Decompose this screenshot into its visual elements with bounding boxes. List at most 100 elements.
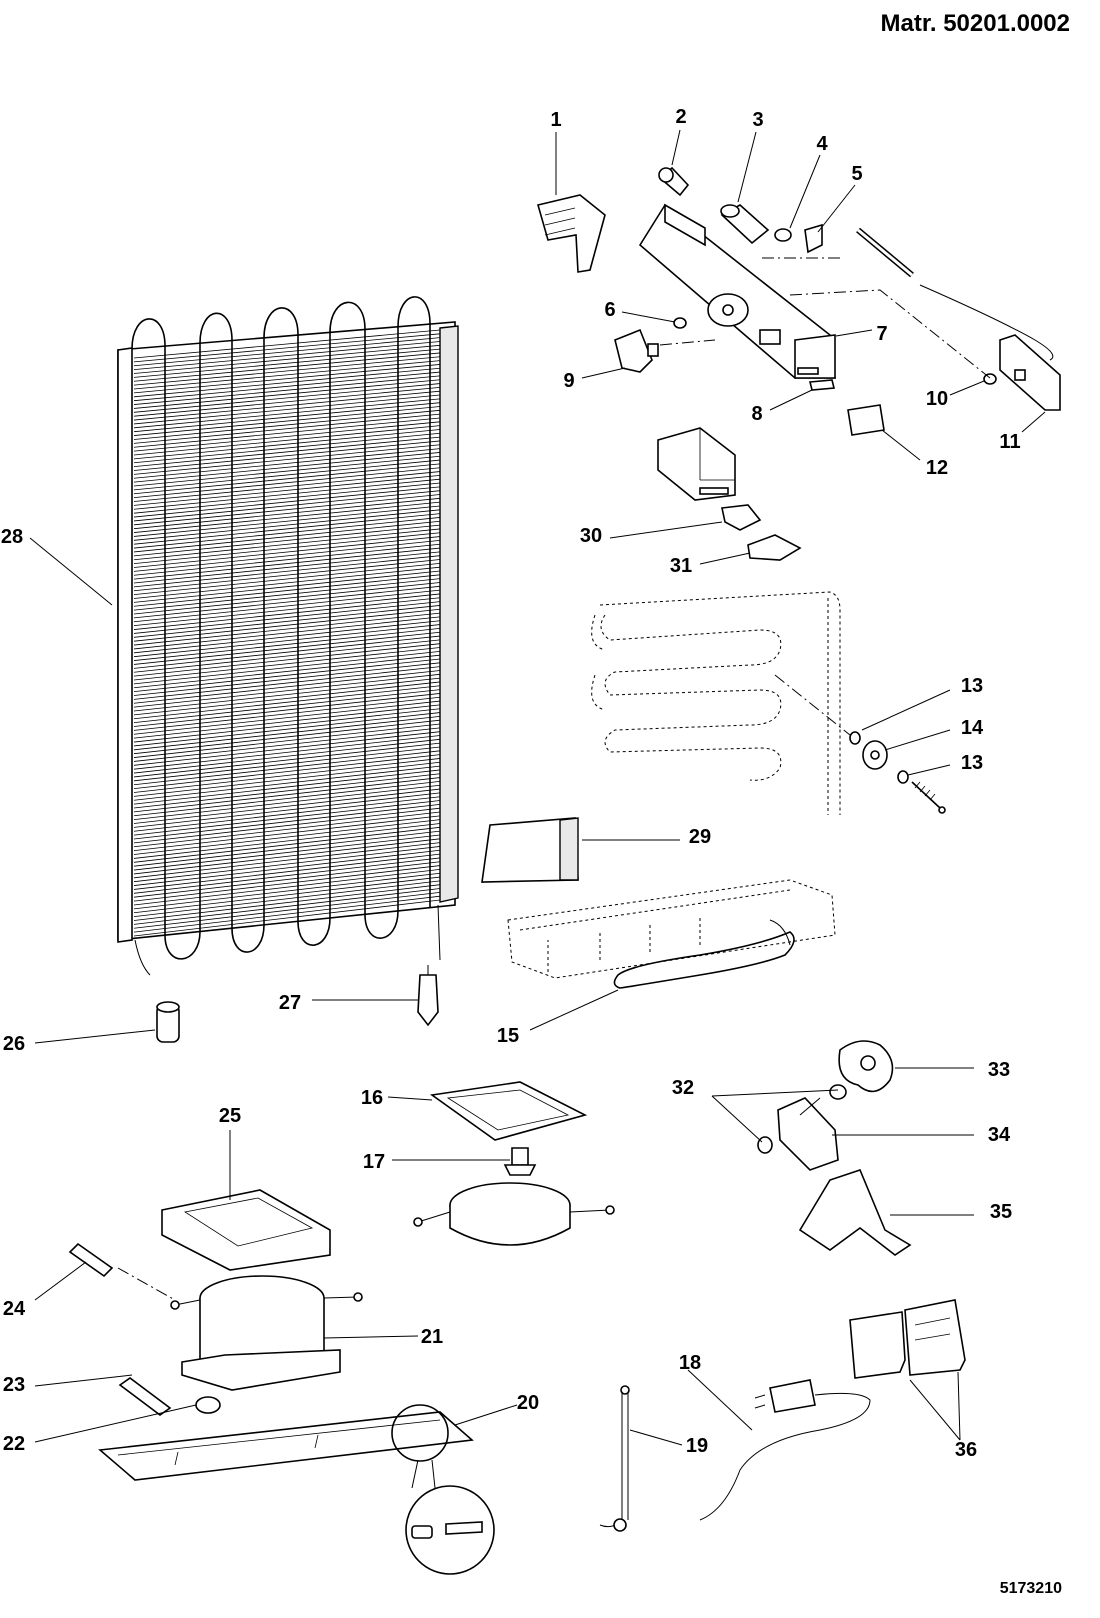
condenser-fin <box>133 666 441 700</box>
condenser-fin <box>133 735 441 770</box>
condenser-fin <box>133 800 441 836</box>
condenser-fin <box>133 471 441 502</box>
condenser-fin <box>133 876 441 914</box>
condenser-fin <box>133 723 441 758</box>
condenser-fin <box>133 689 441 724</box>
condenser-fin <box>133 501 441 533</box>
condenser-fin <box>133 448 441 479</box>
condenser-fin <box>133 677 441 712</box>
condenser-fin <box>133 635 441 669</box>
condenser-fin <box>133 784 441 821</box>
condenser-fin <box>133 348 441 378</box>
condenser-fin <box>133 379 441 409</box>
condenser-loop <box>199 312 233 344</box>
lamp-cover-part <box>657 427 736 501</box>
condenser-fin <box>133 520 441 553</box>
condenser-fin <box>133 719 441 755</box>
condenser-fin <box>133 750 441 786</box>
condenser-fin <box>133 482 441 514</box>
thermostat-knob-part <box>614 328 659 373</box>
nut-part <box>983 373 997 385</box>
condenser-fin <box>133 402 441 433</box>
lamp-bulb-part <box>658 166 690 197</box>
condenser-fin <box>133 497 441 530</box>
condenser-fin <box>133 643 441 677</box>
condenser-fin <box>133 612 441 646</box>
part-label: 10 <box>926 388 948 410</box>
condenser-fin <box>133 547 441 580</box>
part-label: 4 <box>816 133 828 155</box>
lamp-cover-small-part <box>774 228 792 242</box>
condenser-fin <box>133 608 441 642</box>
condenser-fin <box>133 639 441 673</box>
dryer-filter-part <box>417 965 439 1027</box>
condenser-fin <box>133 513 441 545</box>
condenser-fin <box>133 371 441 402</box>
lamp-diffuser-part <box>747 534 802 561</box>
condenser-fin <box>133 861 441 898</box>
condenser-fin <box>133 670 441 704</box>
condenser-fin <box>133 872 441 910</box>
condenser-fin <box>133 742 441 778</box>
condenser-fin <box>133 444 441 475</box>
condenser-fin <box>133 436 441 468</box>
condenser-fin <box>133 429 441 460</box>
fan-bracket-part <box>798 1169 912 1256</box>
condenser-fin <box>133 360 441 390</box>
fan-blade-part <box>838 1040 894 1093</box>
condenser-fin <box>133 685 441 720</box>
condenser-loop <box>364 910 399 939</box>
condenser-fin <box>133 593 441 627</box>
condenser-fin <box>133 708 441 743</box>
condenser-fin <box>133 536 441 568</box>
condenser-fin <box>133 738 441 774</box>
drip-tray-part <box>481 817 579 883</box>
evaporator-part <box>591 591 841 815</box>
condenser-fin <box>133 884 441 921</box>
condenser-fin <box>133 551 441 584</box>
part-label: 32 <box>672 1077 694 1099</box>
part-label: 12 <box>926 457 948 479</box>
leader-lines <box>29 129 1046 1446</box>
part-label: 28 <box>1 526 23 548</box>
condenser-fin <box>133 620 441 654</box>
condenser-fin <box>133 421 441 452</box>
part-label: 21 <box>421 1326 443 1348</box>
condenser-fin <box>133 566 441 599</box>
condenser-fin <box>133 650 441 685</box>
condenser-fin <box>133 849 441 886</box>
condenser-part <box>117 296 459 976</box>
condenser-fin <box>133 329 441 359</box>
condenser-fin <box>133 792 441 828</box>
condenser-fin <box>133 352 441 382</box>
condenser-loop <box>297 917 331 946</box>
condenser-fin <box>133 432 441 464</box>
part-label: 13 <box>961 752 983 774</box>
condenser-fin <box>133 765 441 801</box>
condenser-fin <box>133 540 441 572</box>
condenser-fin <box>133 555 441 588</box>
condenser-fin <box>133 417 441 448</box>
condenser-fin <box>133 455 441 487</box>
control-board-part <box>849 1299 966 1379</box>
condenser-fin <box>133 888 441 925</box>
condenser-fin <box>133 838 441 875</box>
part-label: 13 <box>961 675 983 697</box>
condenser-fin <box>133 727 441 762</box>
condenser-fin <box>133 761 441 797</box>
condenser-fin <box>133 819 441 855</box>
spacer-part <box>673 317 687 329</box>
condenser-fin <box>133 891 441 929</box>
condenser-fin <box>133 830 441 867</box>
condenser-fin <box>133 543 441 576</box>
condenser-fin <box>133 337 441 367</box>
condenser-fin <box>133 578 441 611</box>
condenser-fin <box>133 895 441 933</box>
condenser-fin <box>133 440 441 471</box>
part-label: 29 <box>689 826 711 848</box>
condenser-fin <box>133 773 441 809</box>
part-label: 19 <box>686 1435 708 1457</box>
condenser-fin <box>133 517 441 549</box>
compressor-small-part <box>413 1182 615 1246</box>
part-label: 16 <box>361 1087 383 1109</box>
